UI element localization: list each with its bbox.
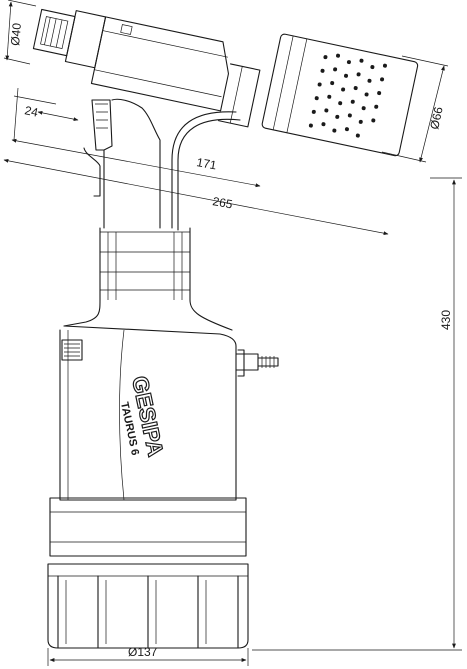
nose-piece: [32, 8, 261, 128]
handle: [63, 98, 241, 331]
rivet-tool-outline: GESIPA TAURUS 6: [32, 8, 419, 649]
cylinder-holes: [308, 53, 387, 138]
dim-diameter-137: Ø137: [47, 645, 249, 666]
main-housing: [59, 325, 279, 501]
dim-171: 171: [11, 138, 261, 188]
dim-24: 24: [13, 87, 79, 141]
brand-label: GESIPA TAURUS 6: [118, 373, 169, 459]
dim-137-label: Ø137: [128, 645, 158, 659]
dim-265: 265: [3, 158, 389, 236]
trigger: [83, 99, 113, 197]
dimension-lines: Ø40 24 171 265 Ø66 430: [3, 0, 462, 666]
dim-66-label: Ø66: [427, 105, 445, 130]
dim-171-label: 171: [195, 155, 217, 172]
dim-diameter-40: Ø40: [3, 0, 37, 65]
dim-430-label: 430: [439, 310, 453, 330]
dim-430: 430: [252, 177, 462, 651]
dim-24-label: 24: [23, 103, 39, 120]
air-cylinder: [261, 33, 419, 157]
base-ring: [49, 497, 247, 557]
dim-diameter-66: Ø66: [381, 55, 449, 163]
knurled-base: [47, 563, 249, 649]
dim-40-label: Ø40: [8, 22, 24, 46]
dim-265-label: 265: [211, 194, 233, 211]
